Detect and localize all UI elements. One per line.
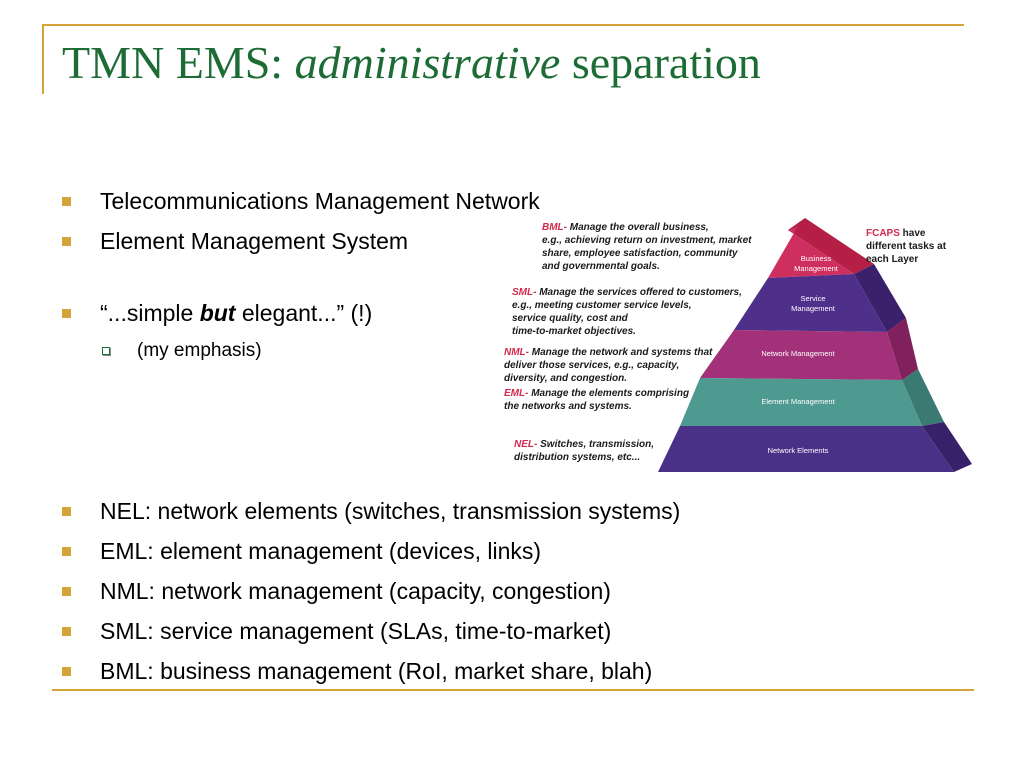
bullet-icon: [62, 547, 71, 556]
svg-text:e.g., achieving return on inve: e.g., achieving return on investment, ma…: [542, 235, 752, 246]
bullet-icon: [62, 587, 71, 596]
title-italic: administrative: [294, 37, 561, 88]
bullet-icon: [62, 197, 71, 206]
bullet-icon: [62, 667, 71, 676]
layer-label: Management: [791, 304, 836, 313]
tmn-pyramid-diagram: Business Management Service Management N…: [498, 214, 974, 478]
title-normal-1: TMN EMS:: [62, 37, 284, 88]
left-rule: [42, 24, 44, 94]
svg-text:time-to-market objectives.: time-to-market objectives.: [512, 326, 636, 337]
nml-annotation: NML- Manage the network and systems that: [504, 347, 713, 358]
pyramid-side-eml: [902, 369, 944, 426]
pyramid-side-nel: [922, 422, 972, 472]
pyramid-layer-eml: [680, 378, 922, 426]
pyramid-side-sml: [854, 264, 906, 332]
svg-text:each Layer: each Layer: [866, 254, 918, 265]
svg-text:deliver those services, e.g.,: deliver those services, e.g., capacity,: [504, 360, 679, 371]
pyramid-side-bml: [788, 218, 874, 274]
nel-annotation: NEL- Switches, transmission,: [514, 439, 654, 450]
bullet-icon: [62, 237, 71, 246]
svg-text:service quality, cost and: service quality, cost and: [512, 313, 629, 324]
title-normal-2: separation: [571, 37, 761, 88]
pyramid-layer-nel: [658, 426, 954, 472]
pyramid-layer-sml: [734, 274, 887, 332]
pyramid-layer-bml: [768, 226, 854, 278]
slide-title: TMN EMS: administrative separation: [62, 36, 761, 89]
layer-label: Network Elements: [768, 446, 829, 455]
svg-text:share, employee satisfaction,: share, employee satisfaction, community: [542, 248, 738, 259]
square-bullet-icon: [102, 347, 110, 355]
bullet-icon: [62, 507, 71, 516]
pyramid-layer-nml: [700, 330, 902, 380]
svg-text:e.g., meeting customer service: e.g., meeting customer service levels,: [512, 300, 692, 311]
bml-annotation: BML- Manage the overall business,: [542, 222, 709, 233]
svg-text:diversity, and congestion.: diversity, and congestion.: [504, 373, 627, 384]
eml-annotation: EML- Manage the elements comprising: [504, 388, 689, 399]
layer-label: Element Management: [761, 397, 835, 406]
bullet-icon: [62, 309, 71, 318]
svg-text:and governmental goals.: and governmental goals.: [542, 261, 660, 272]
svg-text:the networks and systems.: the networks and systems.: [504, 401, 632, 412]
bottom-rule: [52, 689, 974, 691]
pyramid-side-nml: [887, 318, 918, 380]
layer-label: Business: [801, 254, 832, 263]
top-rule: [42, 24, 964, 26]
layer-label: Service: [800, 294, 825, 303]
svg-text:distribution systems, etc...: distribution systems, etc...: [514, 452, 640, 463]
bullet-icon: [62, 627, 71, 636]
layer-label: Management: [794, 264, 839, 273]
pyramid-svg: Business Management Service Management N…: [504, 218, 972, 472]
quote-emphasis: but: [199, 300, 236, 326]
fcaps-note: FCAPS have: [866, 228, 926, 239]
svg-text:different tasks at: different tasks at: [866, 241, 947, 252]
sml-annotation: SML- Manage the services offered to cust…: [512, 287, 742, 298]
layer-label: Network Management: [761, 349, 835, 358]
